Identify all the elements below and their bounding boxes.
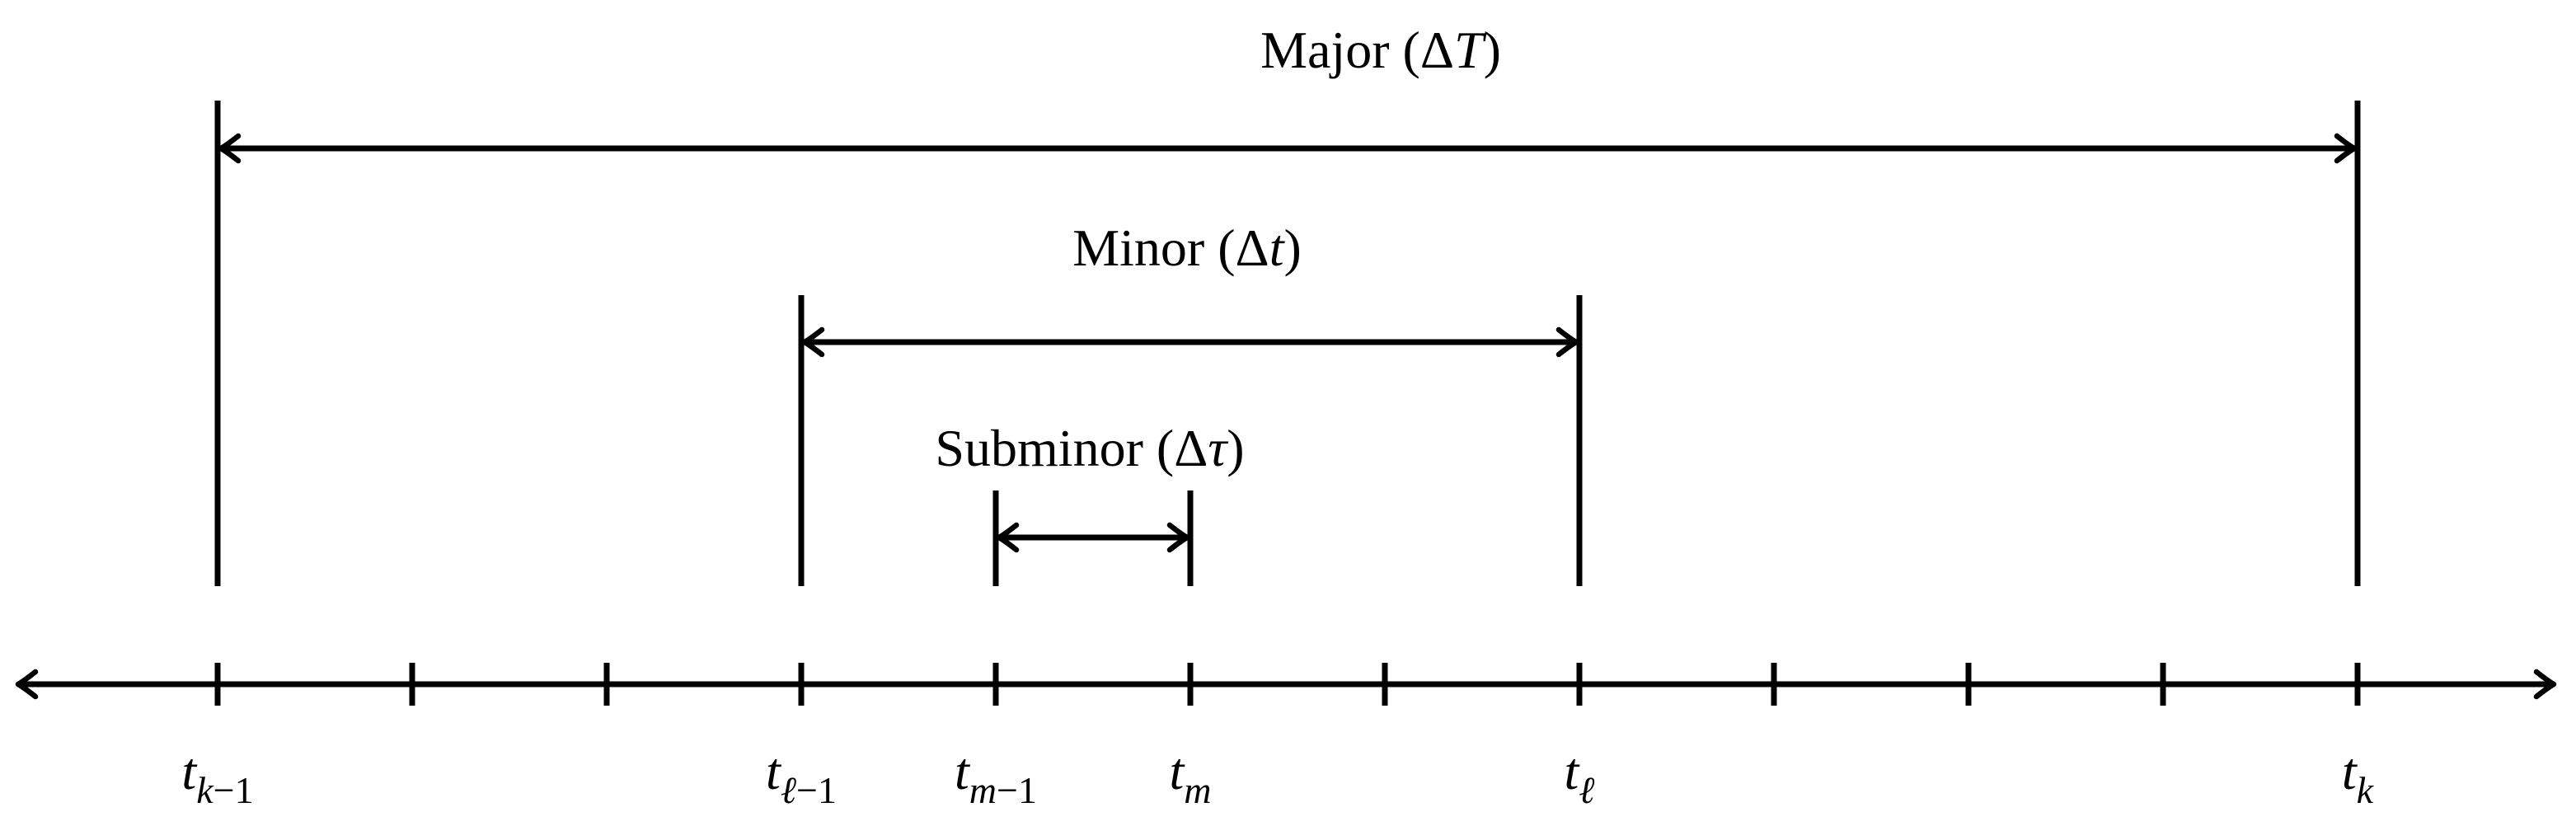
time-axis-right-arrowhead [2533,669,2557,700]
time-axis-left-arrowhead [15,669,39,700]
major-interval: Major (ΔT) [214,21,2361,586]
minor-arrow-right-arrowhead [1555,326,1579,358]
subminor-interval: Subminor (Δτ) [935,419,1245,586]
major-arrow-right-arrowhead [2334,133,2358,164]
minor-arrow-left-arrowhead [801,326,825,358]
major-interval-label: Major (ΔT) [1260,21,1501,79]
tick-label-t-k-minus-1: tk−1 [181,742,253,811]
tick-label-t-l-minus-1: tℓ−1 [766,742,837,811]
tick-label-t-m-minus-1: tm−1 [955,742,1037,811]
time-axis: tk−1 tℓ−1 tm−1 tm tℓ tk [15,663,2557,811]
major-arrow-left-arrowhead [218,133,242,164]
tick-label-t-l: tℓ [1565,742,1596,811]
subminor-arrow-right-arrowhead [1166,522,1190,553]
minor-interval: Minor (Δt) [798,218,1583,586]
tick-label-t-m: tm [1169,742,1211,811]
subminor-arrow-left-arrowhead [996,522,1020,553]
subminor-interval-label: Subminor (Δτ) [935,419,1244,477]
minor-interval-label: Minor (Δt) [1072,218,1302,277]
tick-label-t-k: tk [2342,742,2375,811]
